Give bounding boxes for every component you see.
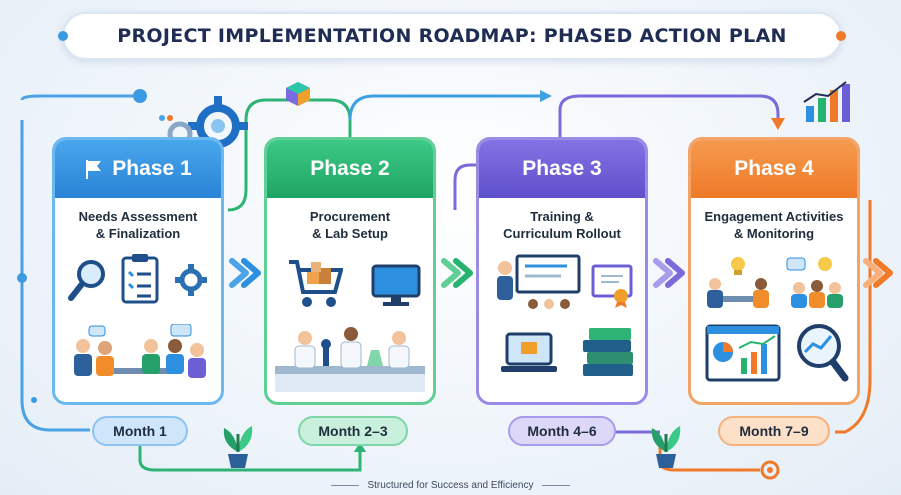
- phase-1-header: Phase 1: [55, 140, 221, 198]
- phase-1-month-badge: Month 1: [92, 416, 188, 446]
- books-icon: [583, 328, 633, 376]
- footer-tagline: Structured for Success and Efficiency: [0, 480, 901, 491]
- dashboard-icon: [705, 324, 781, 382]
- team-ideas-icon: [707, 257, 769, 308]
- arrow-phase1-to-phase2-icon: [229, 258, 261, 288]
- footer-text: Structured for Success and Efficiency: [367, 480, 534, 491]
- arrow-phase4-out-icon: [863, 258, 893, 288]
- phase-2-month-badge: Month 2–3: [298, 416, 408, 446]
- phase-2-card: Phase 2 Procurement & Lab Setup: [264, 137, 436, 405]
- discussion-icon: [786, 257, 843, 308]
- phase-3-header: Phase 3: [479, 140, 645, 198]
- lab-scientists-icon: [275, 327, 425, 392]
- laptop-icon: [501, 332, 557, 372]
- phase-2-header: Phase 2: [267, 140, 433, 198]
- phase-3-month-badge: Month 4–6: [508, 416, 616, 446]
- certificate-icon: [591, 264, 633, 308]
- small-gear-icon: [175, 264, 207, 296]
- phase-1-subtitle: Needs Assessment & Finalization: [78, 209, 198, 241]
- phase-3-subtitle: Training & Curriculum Rollout: [503, 209, 621, 241]
- phase-3-label: Phase 3: [522, 157, 602, 180]
- magnifier-icon: [68, 260, 105, 301]
- arrow-phase3-to-phase4-icon: [653, 258, 685, 288]
- phase-4-subtitle: Engagement Activities & Monitoring: [704, 209, 844, 241]
- flag-icon: [86, 160, 102, 179]
- title-left-dot: [58, 31, 68, 41]
- meeting-people-icon: [74, 324, 206, 378]
- phase-4-month-badge: Month 7–9: [718, 416, 830, 446]
- checklist-icon: [121, 254, 159, 304]
- monitor-icon: [371, 264, 421, 306]
- phase-1-label: Phase 1: [112, 157, 192, 180]
- phase-4-header: Phase 4: [691, 140, 857, 198]
- phase-3-card: Phase 3 Training & Curriculum Rollout: [476, 137, 648, 405]
- phase-1-card: Phase 1 Needs Assessment & Finalization: [52, 137, 224, 405]
- phase-4-label: Phase 4: [734, 157, 814, 180]
- title-banner: PROJECT IMPLEMENTATION ROADMAP: PHASED A…: [58, 12, 846, 60]
- bar-chart-icon: [803, 81, 850, 122]
- plant-icon-2: [651, 426, 681, 468]
- plant-icon: [223, 426, 253, 468]
- cube-icon: [286, 82, 310, 106]
- title-right-dot: [836, 31, 846, 41]
- shopping-cart-icon: [289, 260, 343, 307]
- page-title: PROJECT IMPLEMENTATION ROADMAP: PHASED A…: [117, 25, 787, 47]
- teacher-whiteboard-icon: [497, 254, 581, 309]
- arrow-phase2-to-phase3-icon: [441, 258, 473, 288]
- phase-4-card: Phase 4 Engagement Activities & Monitori…: [688, 137, 860, 405]
- phase-2-label: Phase 2: [310, 157, 390, 180]
- phase-2-subtitle: Procurement & Lab Setup: [309, 209, 391, 241]
- analytics-magnifier-icon: [797, 324, 849, 382]
